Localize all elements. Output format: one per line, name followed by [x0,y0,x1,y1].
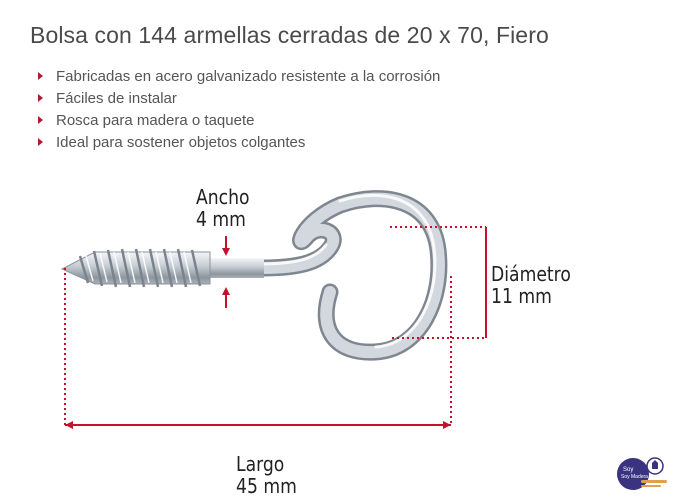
arrow-right-icon [443,421,451,429]
feature-item: Rosca para madera o taquete [36,110,440,131]
feature-text: Fáciles de instalar [56,90,177,107]
hand-badge-logo-icon [652,460,658,469]
ancho-value: 4 mm [196,207,246,231]
dimension-lines [64,226,487,426]
feature-text: Fabricadas en acero galvanizado resisten… [56,68,441,85]
ancho-arrows [222,236,230,308]
feature-item: Ideal para sostener objetos colgantes [36,132,440,153]
diametro-value: 11 mm [491,284,552,308]
feature-text: Ideal para sostener objetos colgantes [56,134,306,151]
ancho-title: Ancho [196,185,250,209]
eye-screw-image [60,190,448,361]
triangle-bullet-icon [38,72,43,80]
feature-list: Fabricadas en acero galvanizado resisten… [36,66,440,154]
product-title: Bolsa con 144 armellas cerradas de 20 x … [30,22,549,48]
triangle-bullet-icon [38,116,43,124]
diametro-label: Diámetro 11 mm [491,263,571,307]
diametro-title: Diámetro [491,262,571,286]
arrow-up-icon [222,287,230,295]
logo-text: Soy Madera [621,474,648,480]
triangle-bullet-icon [38,94,43,102]
feature-item: Fabricadas en acero galvanizado resisten… [36,66,440,87]
ancho-label: Ancho 4 mm [196,186,250,230]
brand-logo: Soy Soy Madera [617,457,667,490]
largo-arrows [65,421,451,429]
largo-value: 45 mm [236,474,297,498]
largo-label: Largo 45 mm [236,453,297,497]
largo-title: Largo [236,452,285,476]
feature-item: Fáciles de instalar [36,88,440,109]
arrow-left-icon [65,421,73,429]
arrow-down-icon [222,248,230,256]
svg-text:Soy: Soy [623,467,633,473]
triangle-bullet-icon [38,138,43,146]
feature-text: Rosca para madera o taquete [56,112,255,129]
thread-ridges [78,248,202,288]
